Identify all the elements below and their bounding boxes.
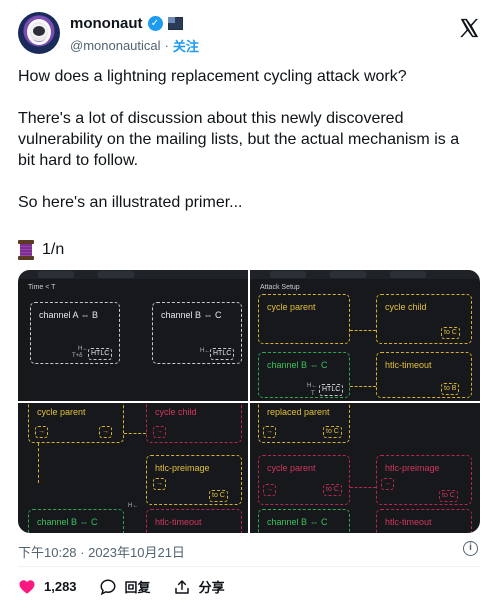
tweet-paragraph: So here's an illustrated primer... — [18, 194, 243, 211]
cycle-child-box: cycle child → — [146, 403, 242, 443]
panel-title: Attack Setup — [260, 284, 300, 291]
flag-icon — [167, 17, 183, 30]
author-name-row: mononaut ✓ — [70, 15, 183, 32]
thread-count: 1/n — [42, 241, 65, 258]
htlc-timeout-box: htlc-timeout — [146, 509, 242, 533]
handle-separator: · — [164, 38, 169, 53]
cycle-child-box: cycle child to C — [376, 294, 472, 344]
verified-badge-icon: ✓ — [147, 16, 163, 31]
tweet-text: How does a lightning replacement cycling… — [18, 66, 480, 234]
follow-button[interactable]: 关注 — [172, 39, 199, 54]
share-icon — [174, 579, 189, 594]
htlc-timeout-box: htlc-timeout to B — [376, 352, 472, 398]
author-handle-row: @mononautical · 关注 — [70, 36, 199, 55]
tweet-header: mononaut ✓ @mononautical · 关注 — [18, 12, 482, 56]
tweet-timestamp[interactable]: 下午10:28 · 2023年10月21日 — [18, 545, 185, 560]
htlc-preimage-box: htlc-preimage → to C — [146, 455, 242, 505]
htlc-preimage-box: htlc-preimage → to C — [376, 455, 472, 505]
cycle-parent-box: cycle parent → → — [28, 403, 124, 443]
share-label: 分享 — [198, 580, 225, 595]
like-count: 1,283 — [44, 579, 77, 594]
media-image-2[interactable]: Attack Setup cycle parent cycle child to… — [250, 270, 480, 401]
channel-ab-box: channel A ⇔ B — [30, 302, 120, 364]
info-icon[interactable]: i — [463, 541, 478, 556]
media-grid[interactable]: Time < T channel A ⇔ B channel B ⇔ C H← … — [18, 270, 480, 533]
heart-icon — [19, 579, 35, 594]
htlc-timeout-box: htlc-timeout — [376, 509, 472, 533]
cycle-parent-box: cycle parent → to C — [258, 455, 350, 505]
author-avatar[interactable] — [18, 12, 60, 54]
panel-title: Time < T — [28, 284, 56, 291]
reply-button[interactable]: 回复 — [99, 577, 151, 596]
cycle-parent-box: cycle parent — [258, 294, 350, 344]
channel-bc-box: channel B ⇔ C — [152, 302, 242, 364]
reply-label: 回复 — [124, 580, 151, 595]
replaced-parent-box: replaced parent → to C — [258, 403, 350, 443]
htlc-port: HTLC — [210, 348, 235, 360]
reply-icon — [100, 578, 116, 595]
channel-bc-box: channel B ⇔ C H← T HTLC — [258, 352, 350, 398]
divider — [18, 566, 480, 567]
tweet-actions: 1,283 回复 分享 — [18, 577, 247, 596]
thread-marker: 1/n — [18, 240, 64, 260]
media-image-4[interactable]: replaced parent → to C cycle parent → to… — [250, 403, 480, 533]
like-button[interactable]: 1,283 — [18, 578, 77, 596]
media-image-1[interactable]: Time < T channel A ⇔ B channel B ⇔ C H← … — [18, 270, 248, 401]
channel-bc-box: channel B ⇔ C — [28, 509, 124, 533]
share-button[interactable]: 分享 — [173, 577, 225, 596]
tweet-meta: 下午10:28 · 2023年10月21日 i — [18, 541, 480, 561]
tweet-paragraph: How does a lightning replacement cycling… — [18, 68, 407, 85]
tweet-paragraph: There's a lot of discussion about this n… — [18, 110, 460, 169]
x-logo-icon[interactable] — [458, 17, 480, 39]
thread-spool-icon — [18, 240, 34, 260]
media-image-3[interactable]: cycle parent → → cycle child → htlc-prei… — [18, 403, 248, 533]
htlc-port: HTLC — [88, 348, 113, 360]
author-display-name[interactable]: mononaut — [70, 15, 143, 32]
author-handle[interactable]: @mononautical — [70, 38, 161, 53]
channel-bc-box: channel B ⇔ C — [258, 509, 350, 533]
